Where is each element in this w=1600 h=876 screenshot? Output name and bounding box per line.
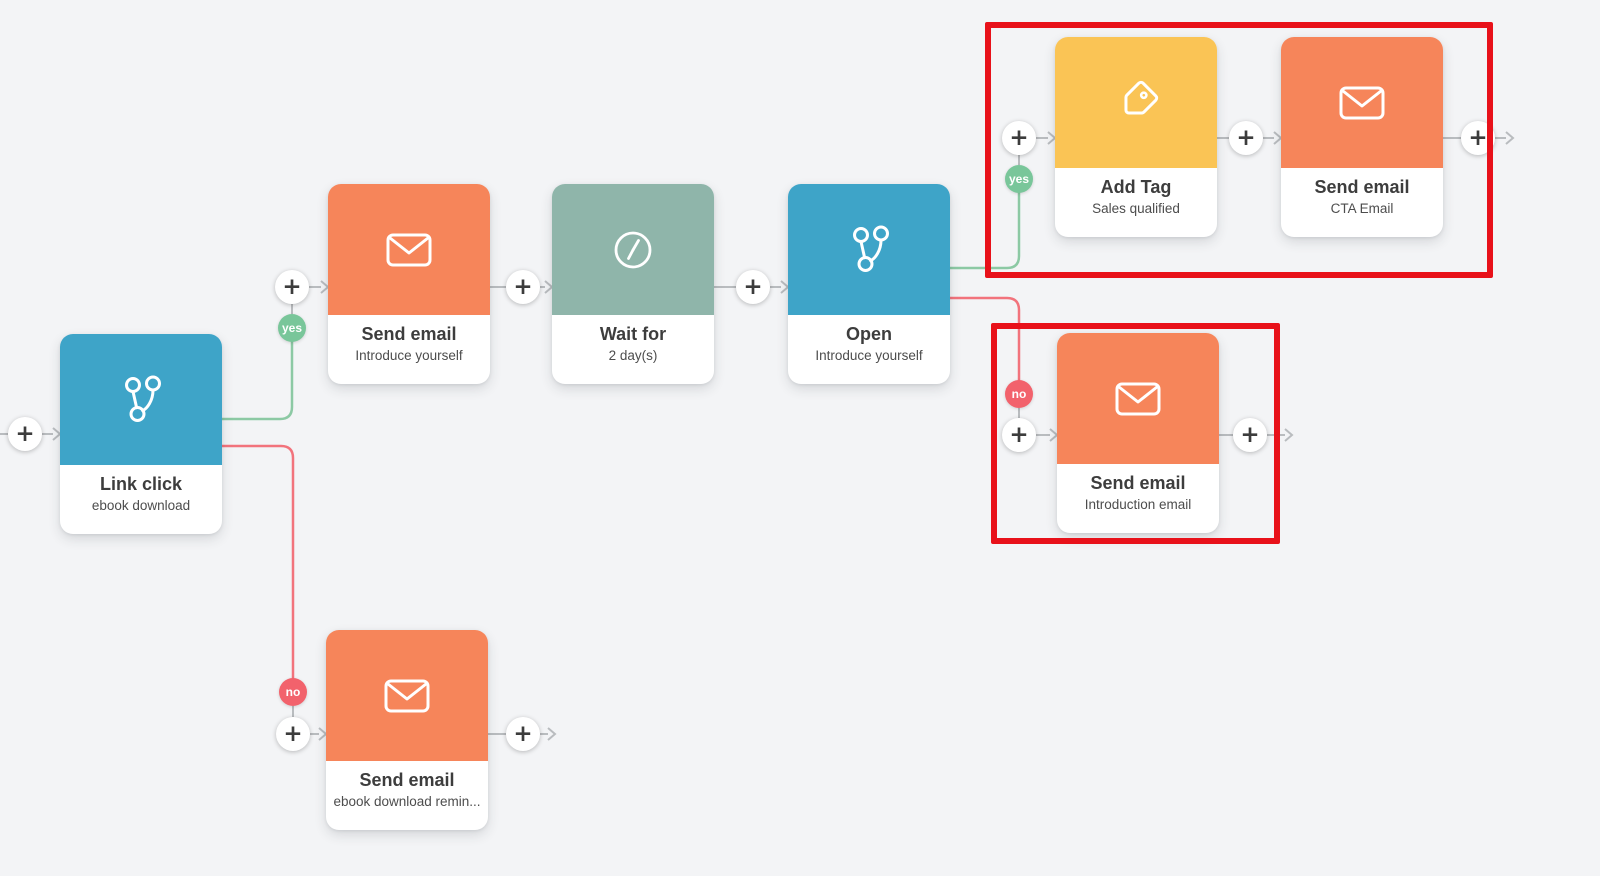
node-send-email-introduce[interactable]: Send email Introduce yourself (328, 184, 490, 384)
node-subtitle: ebook download remin... (333, 794, 481, 809)
node-send-email-cta[interactable]: Send email CTA Email (1281, 37, 1443, 237)
add-step-after-wait-for[interactable]: + (736, 270, 770, 304)
node-subtitle: Introduction email (1084, 497, 1192, 512)
envelope-icon (386, 233, 432, 266)
node-title: Send email (361, 324, 457, 344)
node-title: Send email (359, 770, 455, 790)
tag-icon (1124, 80, 1159, 115)
node-open-condition[interactable]: Open Introduce yourself (788, 184, 950, 384)
node-subtitle: ebook download (91, 498, 191, 513)
yes-branch-wires (222, 181, 1021, 421)
node-send-email-reminder[interactable]: Send email ebook download remin... (326, 630, 488, 830)
node-head (552, 184, 714, 315)
clock-icon (614, 231, 652, 268)
no-badge-open: no (1005, 380, 1033, 408)
envelope-icon (1115, 382, 1161, 415)
add-step-after-send-email-reminder[interactable]: + (506, 717, 540, 751)
node-head (328, 184, 490, 315)
yes-badge-link-click: yes (278, 314, 306, 342)
node-link-click[interactable]: Link click ebook download (60, 334, 222, 534)
node-subtitle: Sales qualified (1092, 201, 1180, 216)
node-subtitle: Introduce yourself (355, 348, 463, 363)
add-step-after-send-email-cta[interactable]: + (1461, 121, 1495, 155)
node-wait-for[interactable]: Wait for 2 day(s) (552, 184, 714, 384)
node-title: Open (845, 324, 892, 344)
branch-icon (853, 225, 889, 272)
node-title: Send email (1090, 473, 1186, 493)
yes-badge-open: yes (1005, 165, 1033, 193)
node-head (1281, 37, 1443, 168)
add-step-after-send-email[interactable]: + (506, 270, 540, 304)
add-step-after-add-tag[interactable]: + (1229, 121, 1263, 155)
add-step-after-send-email-intro[interactable]: + (1233, 418, 1267, 452)
node-subtitle: Introduce yourself (815, 348, 923, 363)
node-title: Wait for (599, 324, 667, 344)
node-head (788, 184, 950, 315)
node-add-tag[interactable]: Add Tag Sales qualified (1055, 37, 1217, 237)
node-title: Send email (1314, 177, 1410, 197)
node-title: Add Tag (1100, 177, 1172, 197)
add-step-yes-before-add-tag[interactable]: + (1002, 121, 1036, 155)
add-step-before-link-click[interactable]: + (8, 417, 42, 451)
node-head (60, 334, 222, 465)
no-branch-wires (222, 296, 1021, 686)
node-head (1055, 37, 1217, 168)
no-badge-link-click: no (279, 678, 307, 706)
envelope-icon (384, 679, 430, 712)
add-step-no-before-send-email-reminder[interactable]: + (276, 717, 310, 751)
envelope-icon (1339, 86, 1385, 119)
node-subtitle: CTA Email (1330, 201, 1394, 216)
node-head (1057, 333, 1219, 464)
add-step-no-before-send-email-intro[interactable]: + (1002, 418, 1036, 452)
node-send-email-introduction[interactable]: Send email Introduction email (1057, 333, 1219, 533)
node-subtitle: 2 day(s) (608, 348, 658, 363)
add-step-yes-before-send-email[interactable]: + (275, 270, 309, 304)
node-head (326, 630, 488, 761)
branch-icon (125, 375, 161, 422)
node-title: Link click (99, 474, 183, 494)
